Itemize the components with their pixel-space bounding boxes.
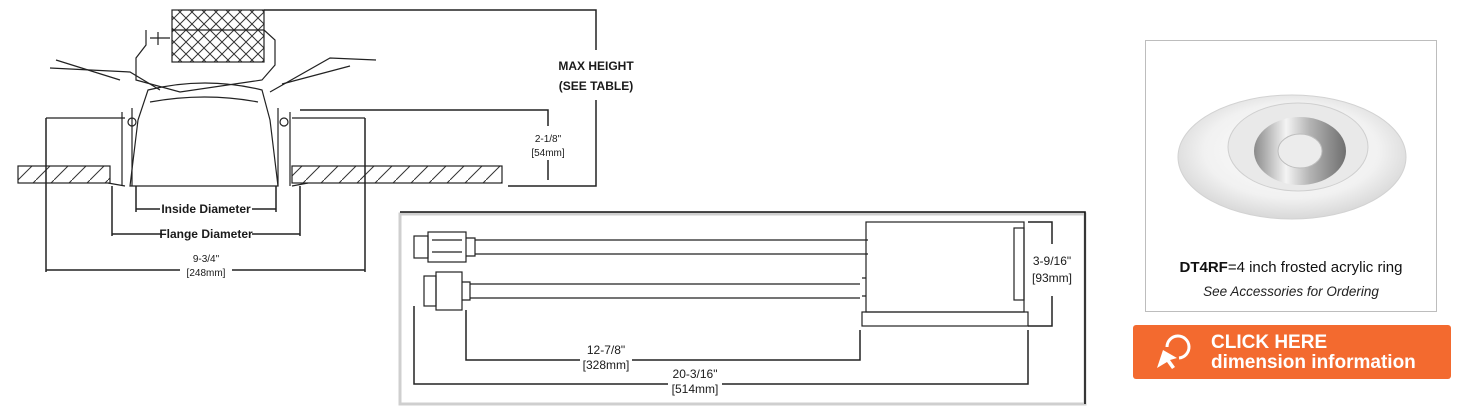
max-height-label: MAX HEIGHT: [558, 59, 634, 73]
dim-3-9-16: 3-9/16": [1033, 254, 1071, 268]
dim-514mm: [514mm]: [672, 382, 719, 396]
flange-diameter-label: Flange Diameter: [159, 227, 253, 241]
dim-328mm: [328mm]: [583, 358, 630, 372]
accessory-card: DT4RF=4 inch frosted acrylic ring See Ac…: [1145, 40, 1437, 312]
dim-54mm: [54mm]: [531, 148, 565, 159]
dim-93mm: [93mm]: [1032, 271, 1072, 285]
dimension-diagram: MAX HEIGHT (SEE TABLE) 2-1/8" [54mm] Ins…: [17, 9, 1087, 406]
housing-body: [135, 29, 276, 93]
pointer-click-icon: [1157, 334, 1191, 369]
cta-line-1: CLICK HERE: [1211, 332, 1328, 353]
ceiling-section: [291, 165, 503, 184]
dim-12-7-8: 12-7/8": [587, 343, 625, 357]
ceiling-section: [17, 165, 111, 184]
dim-248mm: [248mm]: [187, 268, 226, 279]
accessory-note: See Accessories for Ordering: [1203, 284, 1379, 299]
connector-top: [413, 235, 429, 259]
inside-diameter-label: Inside Diameter: [161, 202, 251, 216]
driver-box: [865, 221, 1025, 313]
cta-line-2: dimension information: [1211, 352, 1416, 373]
accessory-title: DT4RF=4 inch frosted acrylic ring: [1146, 259, 1436, 276]
connector-bottom: [423, 275, 437, 307]
frosted-ring-image: [1177, 94, 1407, 220]
driver-drawing: [398, 211, 1087, 406]
click-here-button[interactable]: CLICK HERE dimension information: [1133, 325, 1451, 379]
dim-20-3-16: 20-3/16": [673, 367, 718, 381]
dim-2-1-8: 2-1/8": [535, 134, 562, 145]
accessory-description: =4 inch frosted acrylic ring: [1227, 259, 1403, 276]
reflector: [129, 82, 279, 187]
see-table-label: (SEE TABLE): [559, 79, 633, 93]
housing-drawing: [17, 9, 597, 272]
accessory-code: DT4RF: [1179, 259, 1228, 276]
junction-box: [171, 9, 265, 63]
dim-9-3-4: 9-3/4": [193, 254, 220, 265]
